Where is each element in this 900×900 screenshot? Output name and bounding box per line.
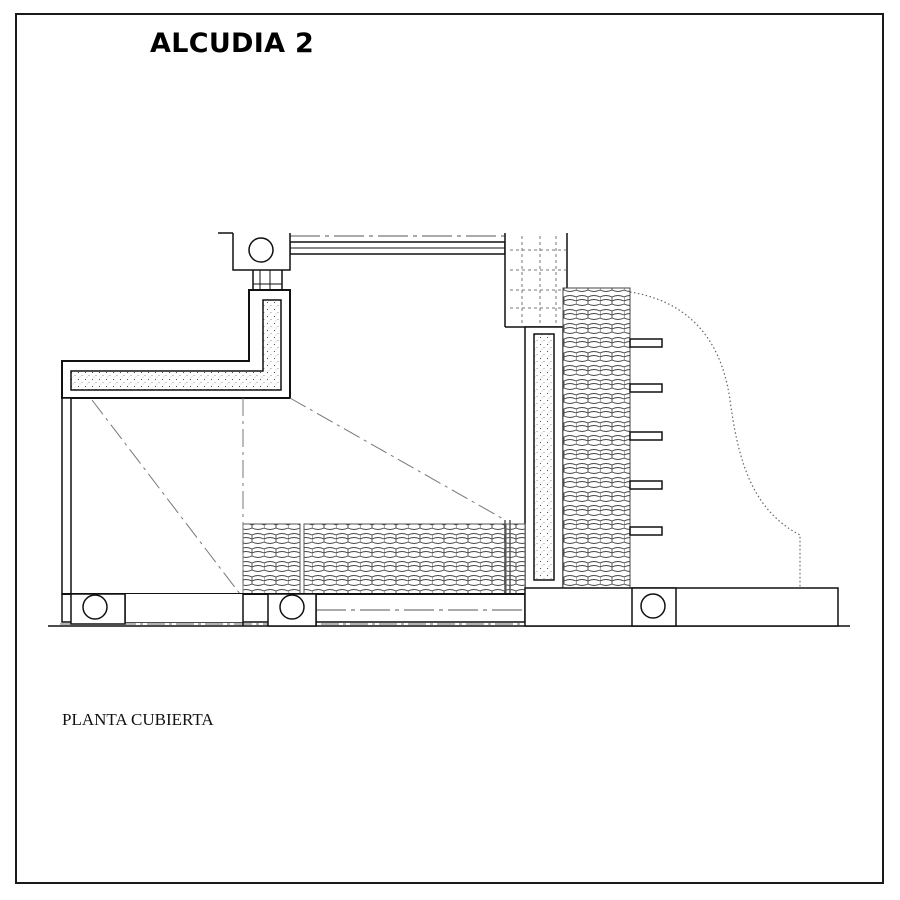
column-circle-bottom-center bbox=[279, 594, 305, 620]
column-top-left bbox=[218, 232, 291, 290]
sheet-title: ALCUDIA 2 bbox=[150, 28, 315, 59]
construction-lines bbox=[91, 397, 506, 626]
brick-wall-bottom bbox=[242, 520, 526, 595]
column-bottom-center bbox=[267, 593, 317, 627]
right-base-block bbox=[524, 587, 839, 627]
l-shaped-wall bbox=[61, 289, 291, 399]
brick-wall-right bbox=[562, 287, 631, 589]
column-top-right bbox=[504, 233, 568, 328]
top-beam bbox=[289, 235, 506, 255]
column-circle-top-left bbox=[248, 237, 274, 263]
right-wall bbox=[524, 326, 564, 590]
column-bottom-left bbox=[70, 593, 126, 625]
column-circle-bottom-left bbox=[82, 594, 108, 620]
gargoyle-spouts bbox=[629, 338, 663, 536]
left-wall bbox=[61, 397, 72, 595]
dotted-vegetation-outline bbox=[629, 291, 801, 588]
plan-caption: PLANTA CUBIERTA bbox=[62, 710, 214, 729]
column-circle-bottom-right bbox=[640, 593, 666, 619]
